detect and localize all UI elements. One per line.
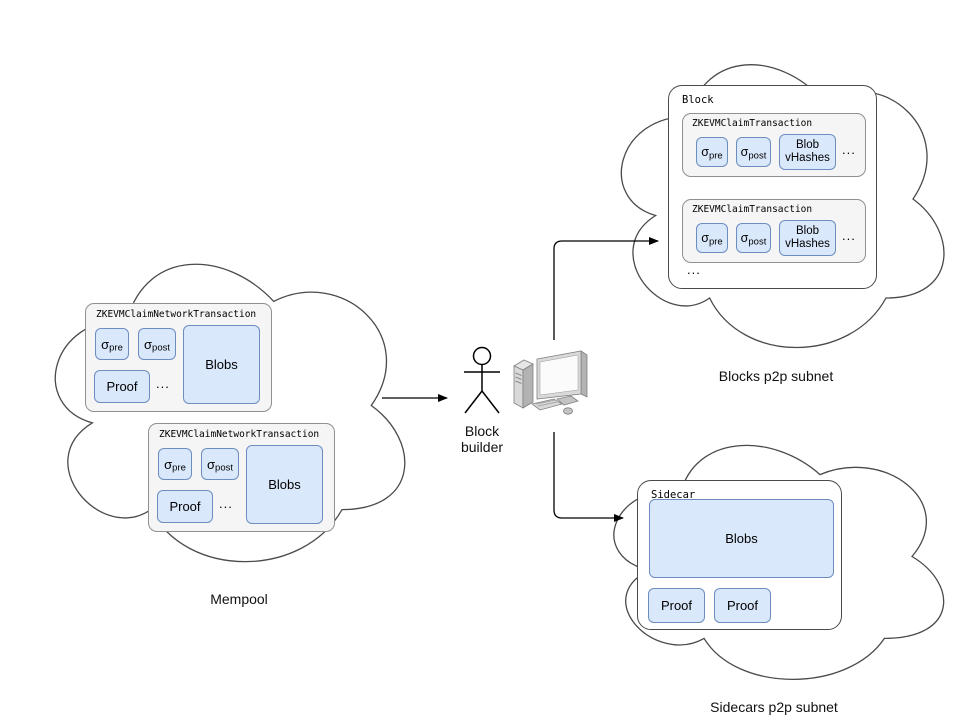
block-builder-label: Block builder [432,423,532,455]
proof-box: Proof [157,490,213,523]
proof-box: Proof [94,370,150,403]
blobs-box: Blobs [246,445,323,524]
block-transaction-1-title: ZKEVMClaimTransaction [692,118,813,129]
blob-vhashes-line1: Blob [795,224,820,237]
sidecar-title: Sidecar [651,489,696,501]
block-builder-label-line1: Block [464,423,500,439]
mempool-transaction-2-title: ZKEVMClaimNetworkTransaction [159,429,320,440]
more-transactions-ellipsis: ... [687,262,701,277]
sigma-symbol: σ [144,336,153,352]
more-fields-ellipsis: ... [842,142,856,157]
blobs-box: Blobs [183,325,260,404]
mempool-label: Mempool [210,591,268,607]
sigma-subscript: pre [172,462,186,473]
sigma-subscript: post [748,150,767,161]
sigma-subscript: pre [708,150,723,161]
block-builder-label-line2: builder [460,439,504,455]
workstation-icon [513,350,588,415]
sigma-symbol: σ [740,231,749,245]
sigma-subscript: post [748,236,767,247]
blob-vhashes-box: Blob vHashes [779,220,836,256]
sigma-subscript: pre [708,236,723,247]
sigma-symbol: σ [740,145,749,159]
sigma-subscript: pre [109,342,123,353]
sigma-symbol: σ [701,145,709,159]
blob-vhashes-line1: Blob [795,138,820,151]
mempool-transaction-1-title: ZKEVMClaimNetworkTransaction [96,309,257,320]
sigma-symbol: σ [164,456,173,472]
blob-vhashes-line2: vHashes [785,152,830,164]
sigma-symbol: σ [101,336,110,352]
blob-vhashes-box: Blob vHashes [779,134,836,170]
sigma-subscript: post [152,342,170,353]
more-fields-ellipsis: ... [842,228,856,243]
sidecar-container: Sidecar Blobs Proof Proof [637,480,842,630]
sidecars-subnet-label: Sidecars p2p subnet [710,699,838,715]
blob-vhashes-line2: vHashes [785,238,830,250]
block-transaction-2-title: ZKEVMClaimTransaction [692,204,813,215]
proof-box-1: Proof [648,588,705,623]
more-fields-ellipsis: ... [219,496,233,511]
proof-box-2: Proof [714,588,771,623]
blocks-subnet-label: Blocks p2p subnet [718,368,834,384]
sigma-symbol: σ [207,456,216,472]
block-builder-actor-icon [464,346,500,414]
sigma-symbol: σ [701,231,709,245]
more-fields-ellipsis: ... [156,376,170,391]
sigma-subscript: post [215,462,233,473]
block-title: Block [682,94,714,106]
blobs-box: Blobs [649,499,834,578]
